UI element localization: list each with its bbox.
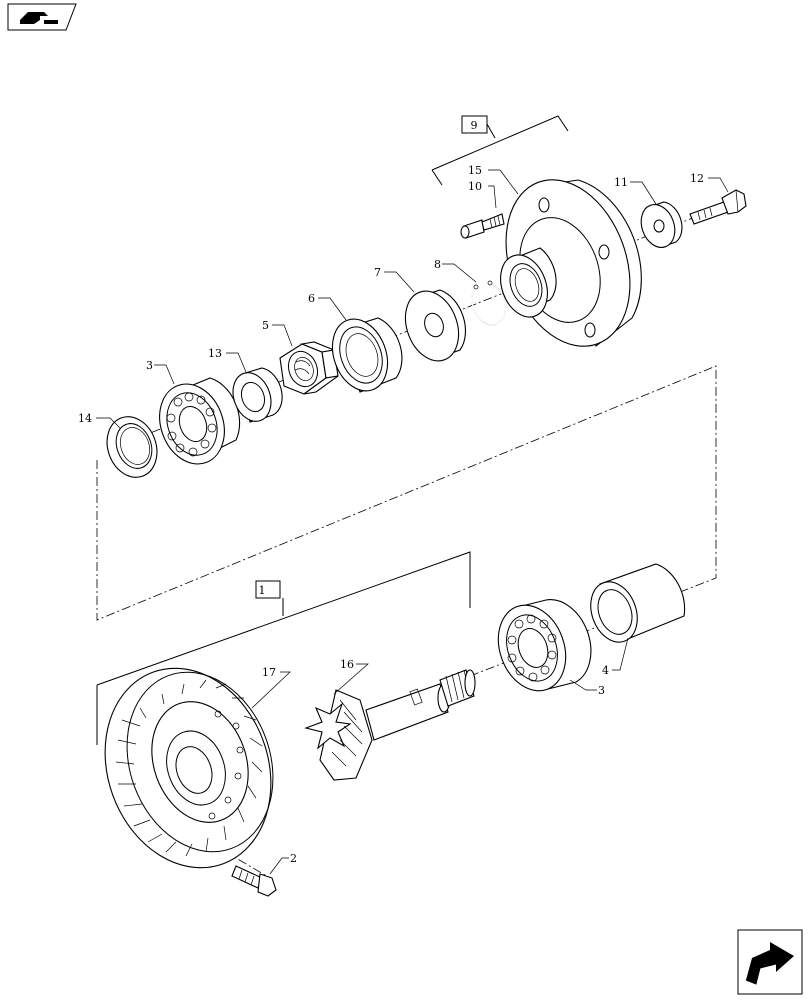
callout-5: 5	[262, 319, 269, 332]
callout-11: 11	[614, 176, 628, 189]
part-15-flange	[500, 179, 642, 347]
part-3-bearing-lower	[497, 599, 592, 692]
callout-3-upper: 3	[146, 359, 153, 372]
callout-7: 7	[374, 266, 381, 279]
part-10-stud-bolt	[460, 213, 505, 239]
callout-17: 17	[262, 666, 276, 679]
hand-pointer-icon[interactable]	[7, 3, 77, 31]
part-4-bearing-cup	[590, 563, 686, 643]
callout-2: 2	[290, 852, 297, 865]
callout-6: 6	[308, 292, 315, 305]
callout-labels: 1 2 3 3 4 5 6 7 8 9 10 11 12 13 14 15 16…	[78, 119, 704, 865]
part-12-bolt	[689, 189, 747, 225]
callout-3-lower: 3	[598, 684, 605, 697]
part-17-ring-gear	[104, 667, 274, 869]
part-11-washer	[640, 201, 683, 248]
callout-13: 13	[208, 347, 222, 360]
callout-1: 1	[259, 584, 266, 597]
callout-14: 14	[78, 412, 92, 425]
part-3-bearing-upper	[159, 377, 241, 465]
group-bracket-9	[431, 115, 569, 186]
part-2-bolt	[231, 865, 277, 897]
callout-4: 4	[602, 664, 609, 677]
part-5-nut	[279, 341, 339, 395]
part-16-pinion-shaft	[304, 669, 476, 781]
callout-8: 8	[434, 258, 441, 271]
part-13-spacer-ring	[232, 367, 283, 423]
group-bracket-1	[96, 551, 471, 745]
callout-10: 10	[468, 180, 482, 193]
part-14-seal-ring	[106, 416, 158, 478]
callout-15: 15	[468, 164, 482, 177]
callout-16: 16	[340, 658, 354, 671]
next-page-arrow-icon[interactable]	[737, 929, 803, 995]
part-8-snap-ring	[471, 280, 507, 326]
leader-lines	[96, 169, 729, 875]
part-7-washer	[404, 289, 467, 362]
callout-12: 12	[690, 172, 704, 185]
callout-9: 9	[471, 119, 478, 132]
part-6-bearing-cup	[331, 317, 403, 393]
